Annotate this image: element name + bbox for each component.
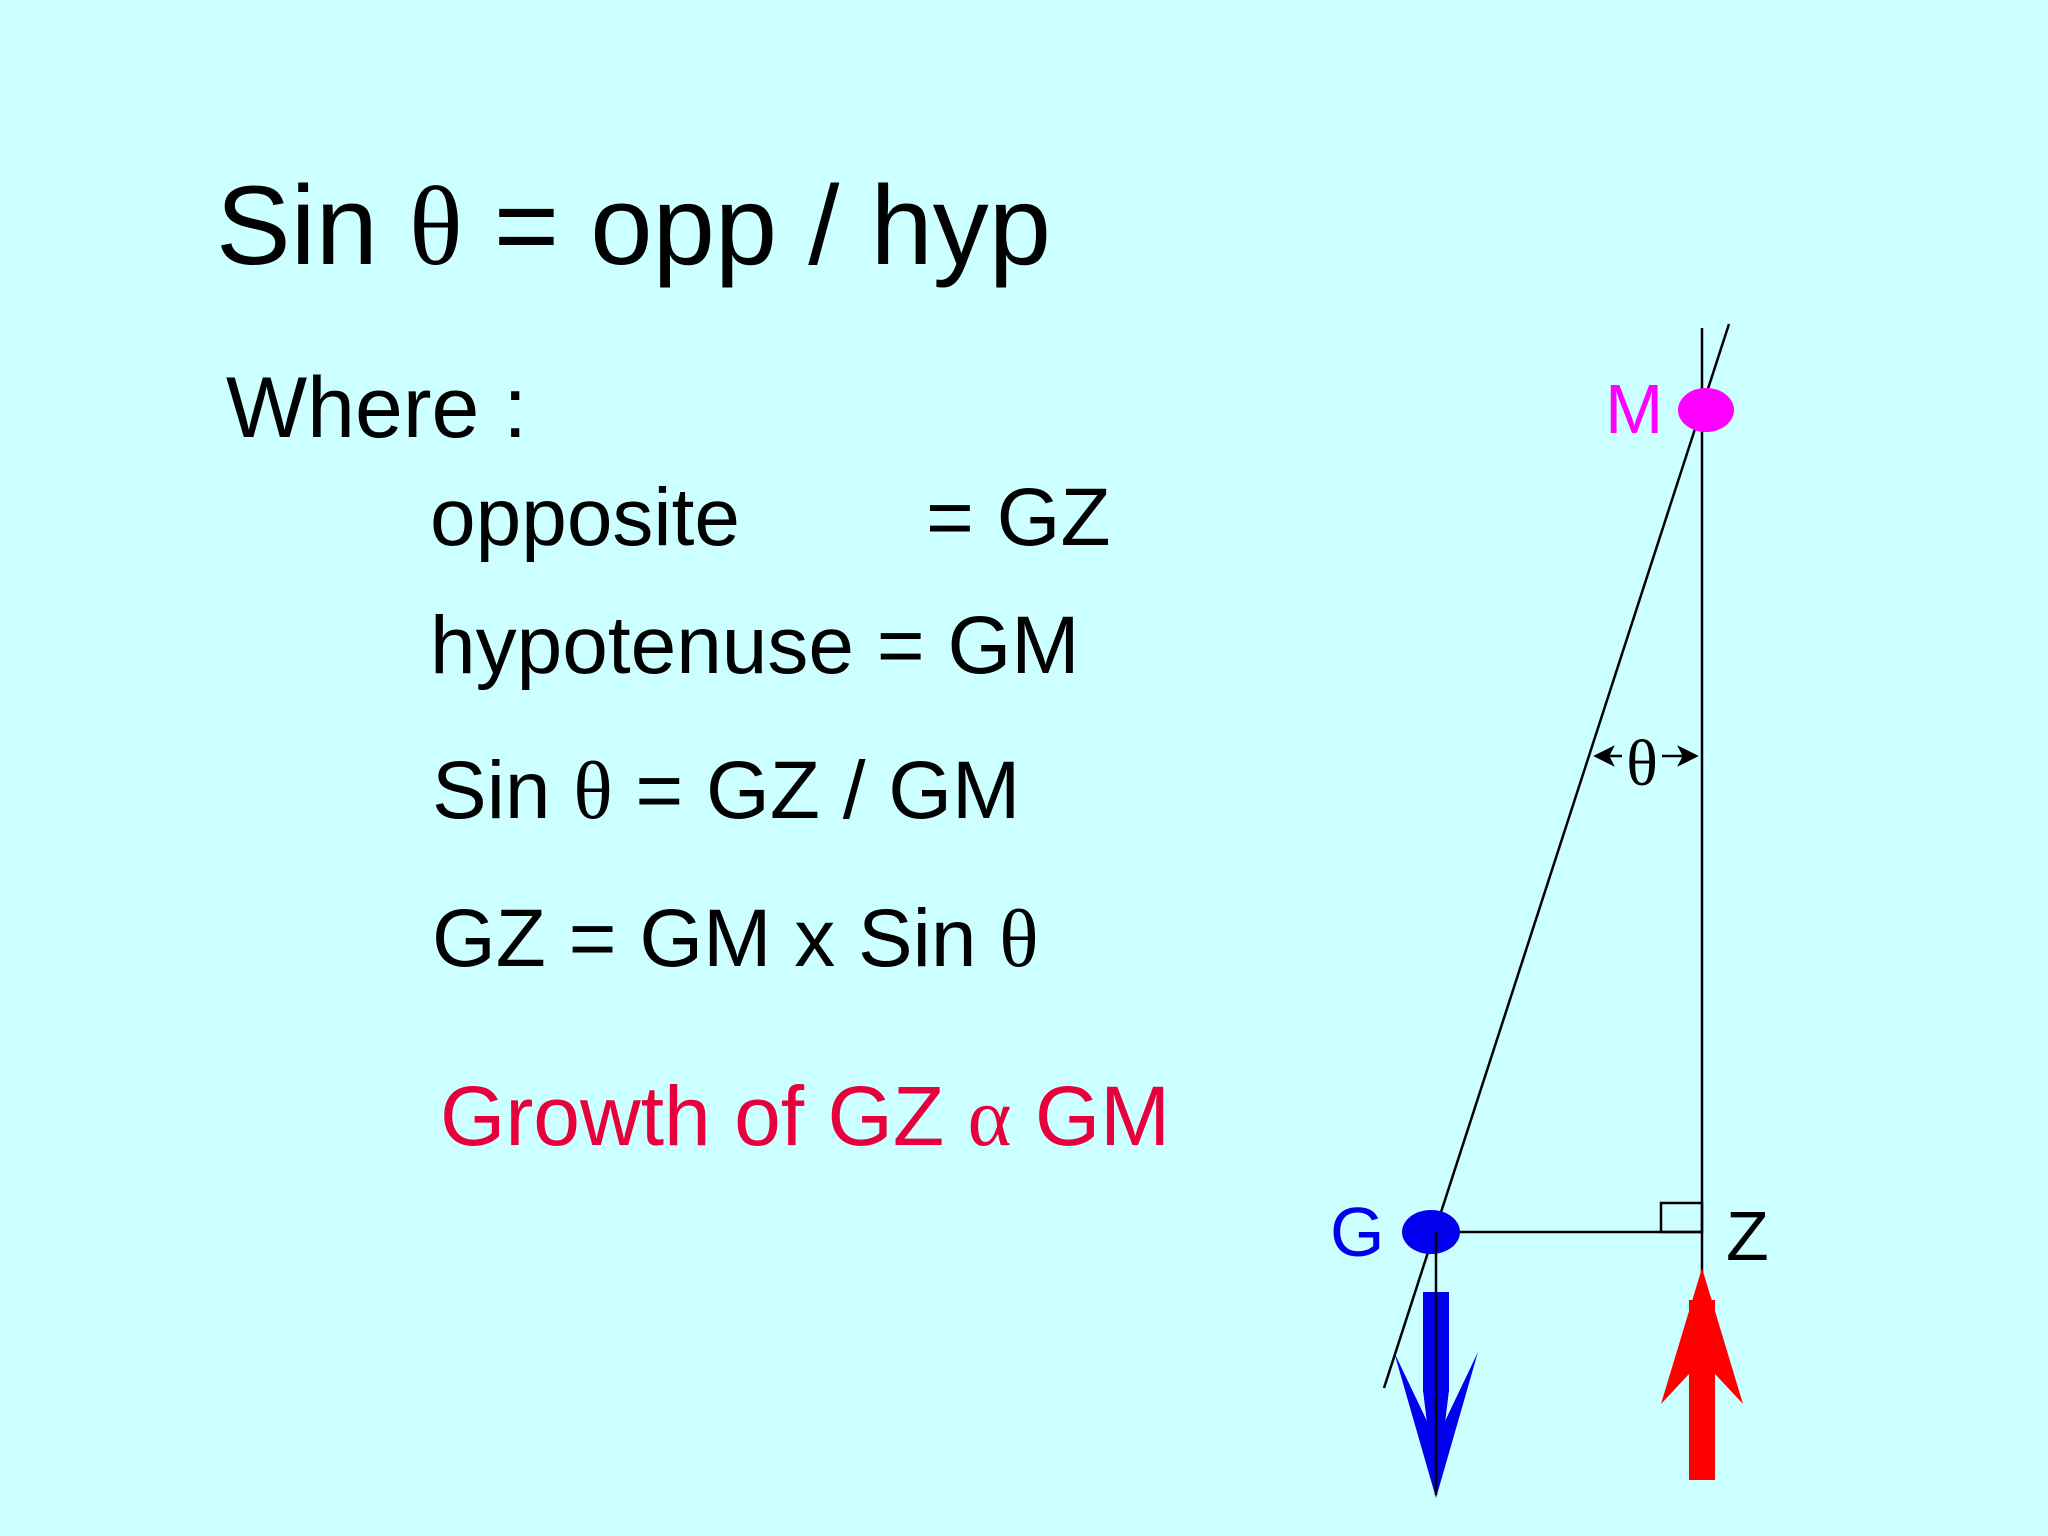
gz-equation: GZ = GM x Sin θ: [432, 898, 1039, 980]
inclined-centreline: [1382, 323, 1731, 1389]
angle-indicator: [1593, 745, 1699, 767]
buoyancy-arrow: [1661, 1268, 1743, 1480]
right-angle-marker: [1659, 1201, 1704, 1234]
growth-prefix: Growth of GZ: [440, 1069, 968, 1163]
gravity-arrow: [1394, 1232, 1478, 1498]
opposite-value: = GZ: [926, 472, 1111, 563]
sin-suffix: = GZ / GM: [612, 745, 1021, 836]
theta-symbol: θ: [573, 745, 613, 836]
centre-of-gravity-point: [1402, 1210, 1460, 1254]
angle-theta-label: θ: [1626, 727, 1658, 800]
growth-conclusion: Growth of GZ α GM: [440, 1074, 1170, 1160]
title-prefix: Sin: [216, 163, 409, 288]
sin-equation: Sin θ = GZ / GM: [432, 750, 1020, 832]
sin-prefix: Sin: [432, 745, 574, 836]
where-label: Where :: [226, 360, 528, 456]
growth-suffix: GM: [1011, 1069, 1171, 1163]
label-g: G: [1330, 1193, 1384, 1271]
formula-title: Sin θ = opp / hyp: [216, 170, 1051, 284]
hypotenuse-definition: hypotenuse = GM: [430, 600, 1080, 691]
opposite-label: opposite: [430, 472, 741, 563]
title-suffix: = opp / hyp: [462, 163, 1052, 288]
theta-symbol: θ: [999, 893, 1039, 984]
label-z: Z: [1726, 1197, 1769, 1275]
theta-symbol: θ: [409, 165, 463, 289]
metacentre-point: [1678, 388, 1734, 432]
label-m: M: [1605, 370, 1663, 448]
alpha-symbol: α: [967, 1071, 1012, 1164]
gz-prefix: GZ = GM x Sin: [432, 893, 1000, 984]
